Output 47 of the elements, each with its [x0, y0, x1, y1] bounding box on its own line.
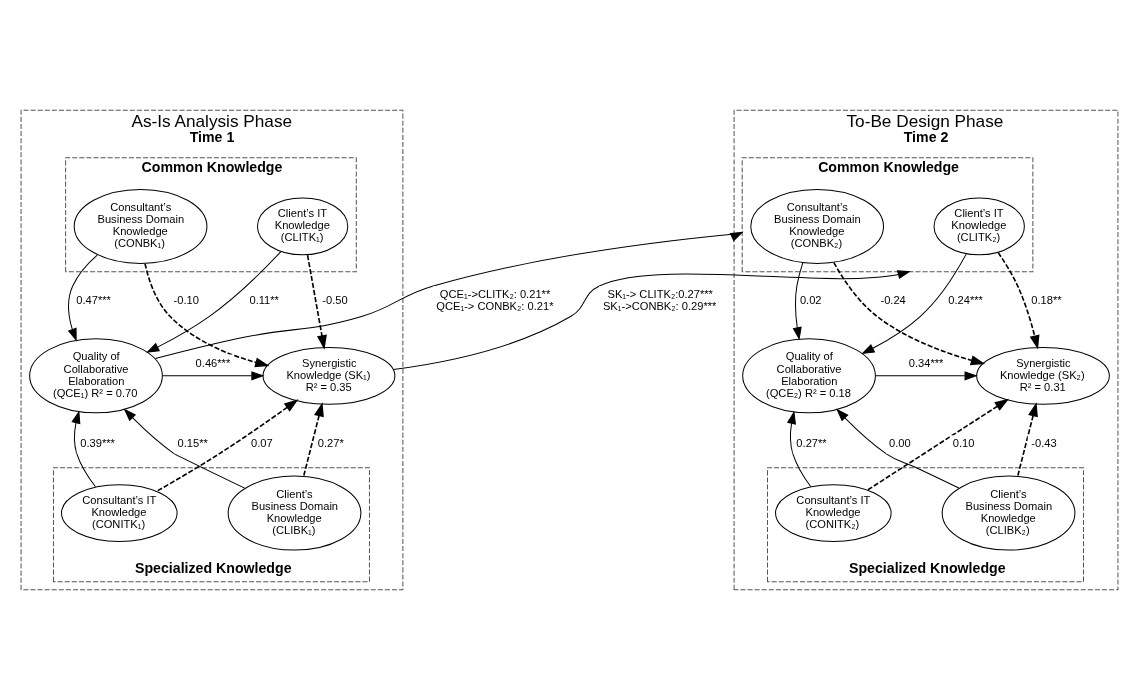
edge-label: 0.27*	[317, 436, 344, 449]
arrow	[1016, 401, 1038, 477]
arrow	[162, 370, 265, 380]
edge-label: -0.50	[322, 293, 348, 306]
edge-label: 0.07	[250, 436, 273, 449]
arrow	[861, 253, 967, 354]
arrow	[792, 261, 804, 340]
edge-label: 0.46***	[195, 356, 231, 369]
arrow	[787, 410, 812, 487]
edge-label: -0.24	[880, 293, 906, 306]
node-ellipse: Consultant’s IT Knowledge (CONITK₂)	[775, 483, 892, 542]
edge-label: -0.10	[173, 293, 199, 306]
edge-label: QCE₁->CLITK₂: 0.21** QCE₁-> CONBK₂: 0.21*	[436, 287, 554, 312]
arrow	[302, 401, 324, 477]
edge-label: 0.34***	[908, 356, 944, 369]
node-ellipse: Synergistic Knowledge (SK₁) R² = 0.35	[262, 346, 396, 405]
node-ellipse: Client’s Business Domain Knowledge (CLIBK₁)	[227, 475, 362, 551]
edge-label: 0.02	[799, 293, 822, 306]
arrow	[123, 407, 246, 489]
arrow	[997, 251, 1040, 350]
arrow	[875, 370, 978, 380]
node-ellipse: Synergistic Knowledge (SK₂) R² = 0.31	[976, 346, 1110, 405]
edge-label: 0.18**	[1031, 293, 1062, 306]
node-ellipse: Client’s IT Knowledge (CLITK₁)	[256, 196, 349, 255]
edge-label: -0.43	[1031, 436, 1057, 449]
arrow	[154, 231, 744, 359]
arrow	[144, 262, 270, 367]
arrow	[156, 398, 299, 492]
edge-label: 0.47***	[76, 293, 111, 306]
edge-label: 0.11**	[249, 293, 279, 306]
edge-label: SK₁-> CLITK₂:0.27*** SK₁->CONBK₂: 0.29***	[602, 287, 717, 312]
edge-label: 0.10	[952, 436, 975, 449]
edge-label: 0.39***	[80, 436, 115, 449]
node-ellipse: Consultant’s Business Domain Knowledge (CONBK₂)	[750, 188, 884, 264]
node-ellipse: Consultant’s IT Knowledge (CONITK₁)	[61, 483, 178, 542]
edge-label: 0.00	[889, 436, 911, 449]
arrow	[867, 398, 1010, 491]
edge-label: 0.24***	[948, 293, 983, 306]
node-ellipse: Consultant’s Business Domain Knowledge (CONBK₁)	[73, 188, 208, 264]
arrow	[67, 254, 98, 342]
arrow	[836, 408, 960, 489]
node-ellipse: Client’s Business Domain Knowledge (CLIBK₂)	[941, 475, 1076, 551]
node-ellipse: Client’s IT Knowledge (CLITK₂)	[933, 196, 1025, 255]
edge-label: 0.27**	[796, 436, 827, 449]
edge-label: 0.15**	[177, 436, 208, 449]
arrow	[306, 253, 327, 350]
arrow	[71, 409, 96, 487]
